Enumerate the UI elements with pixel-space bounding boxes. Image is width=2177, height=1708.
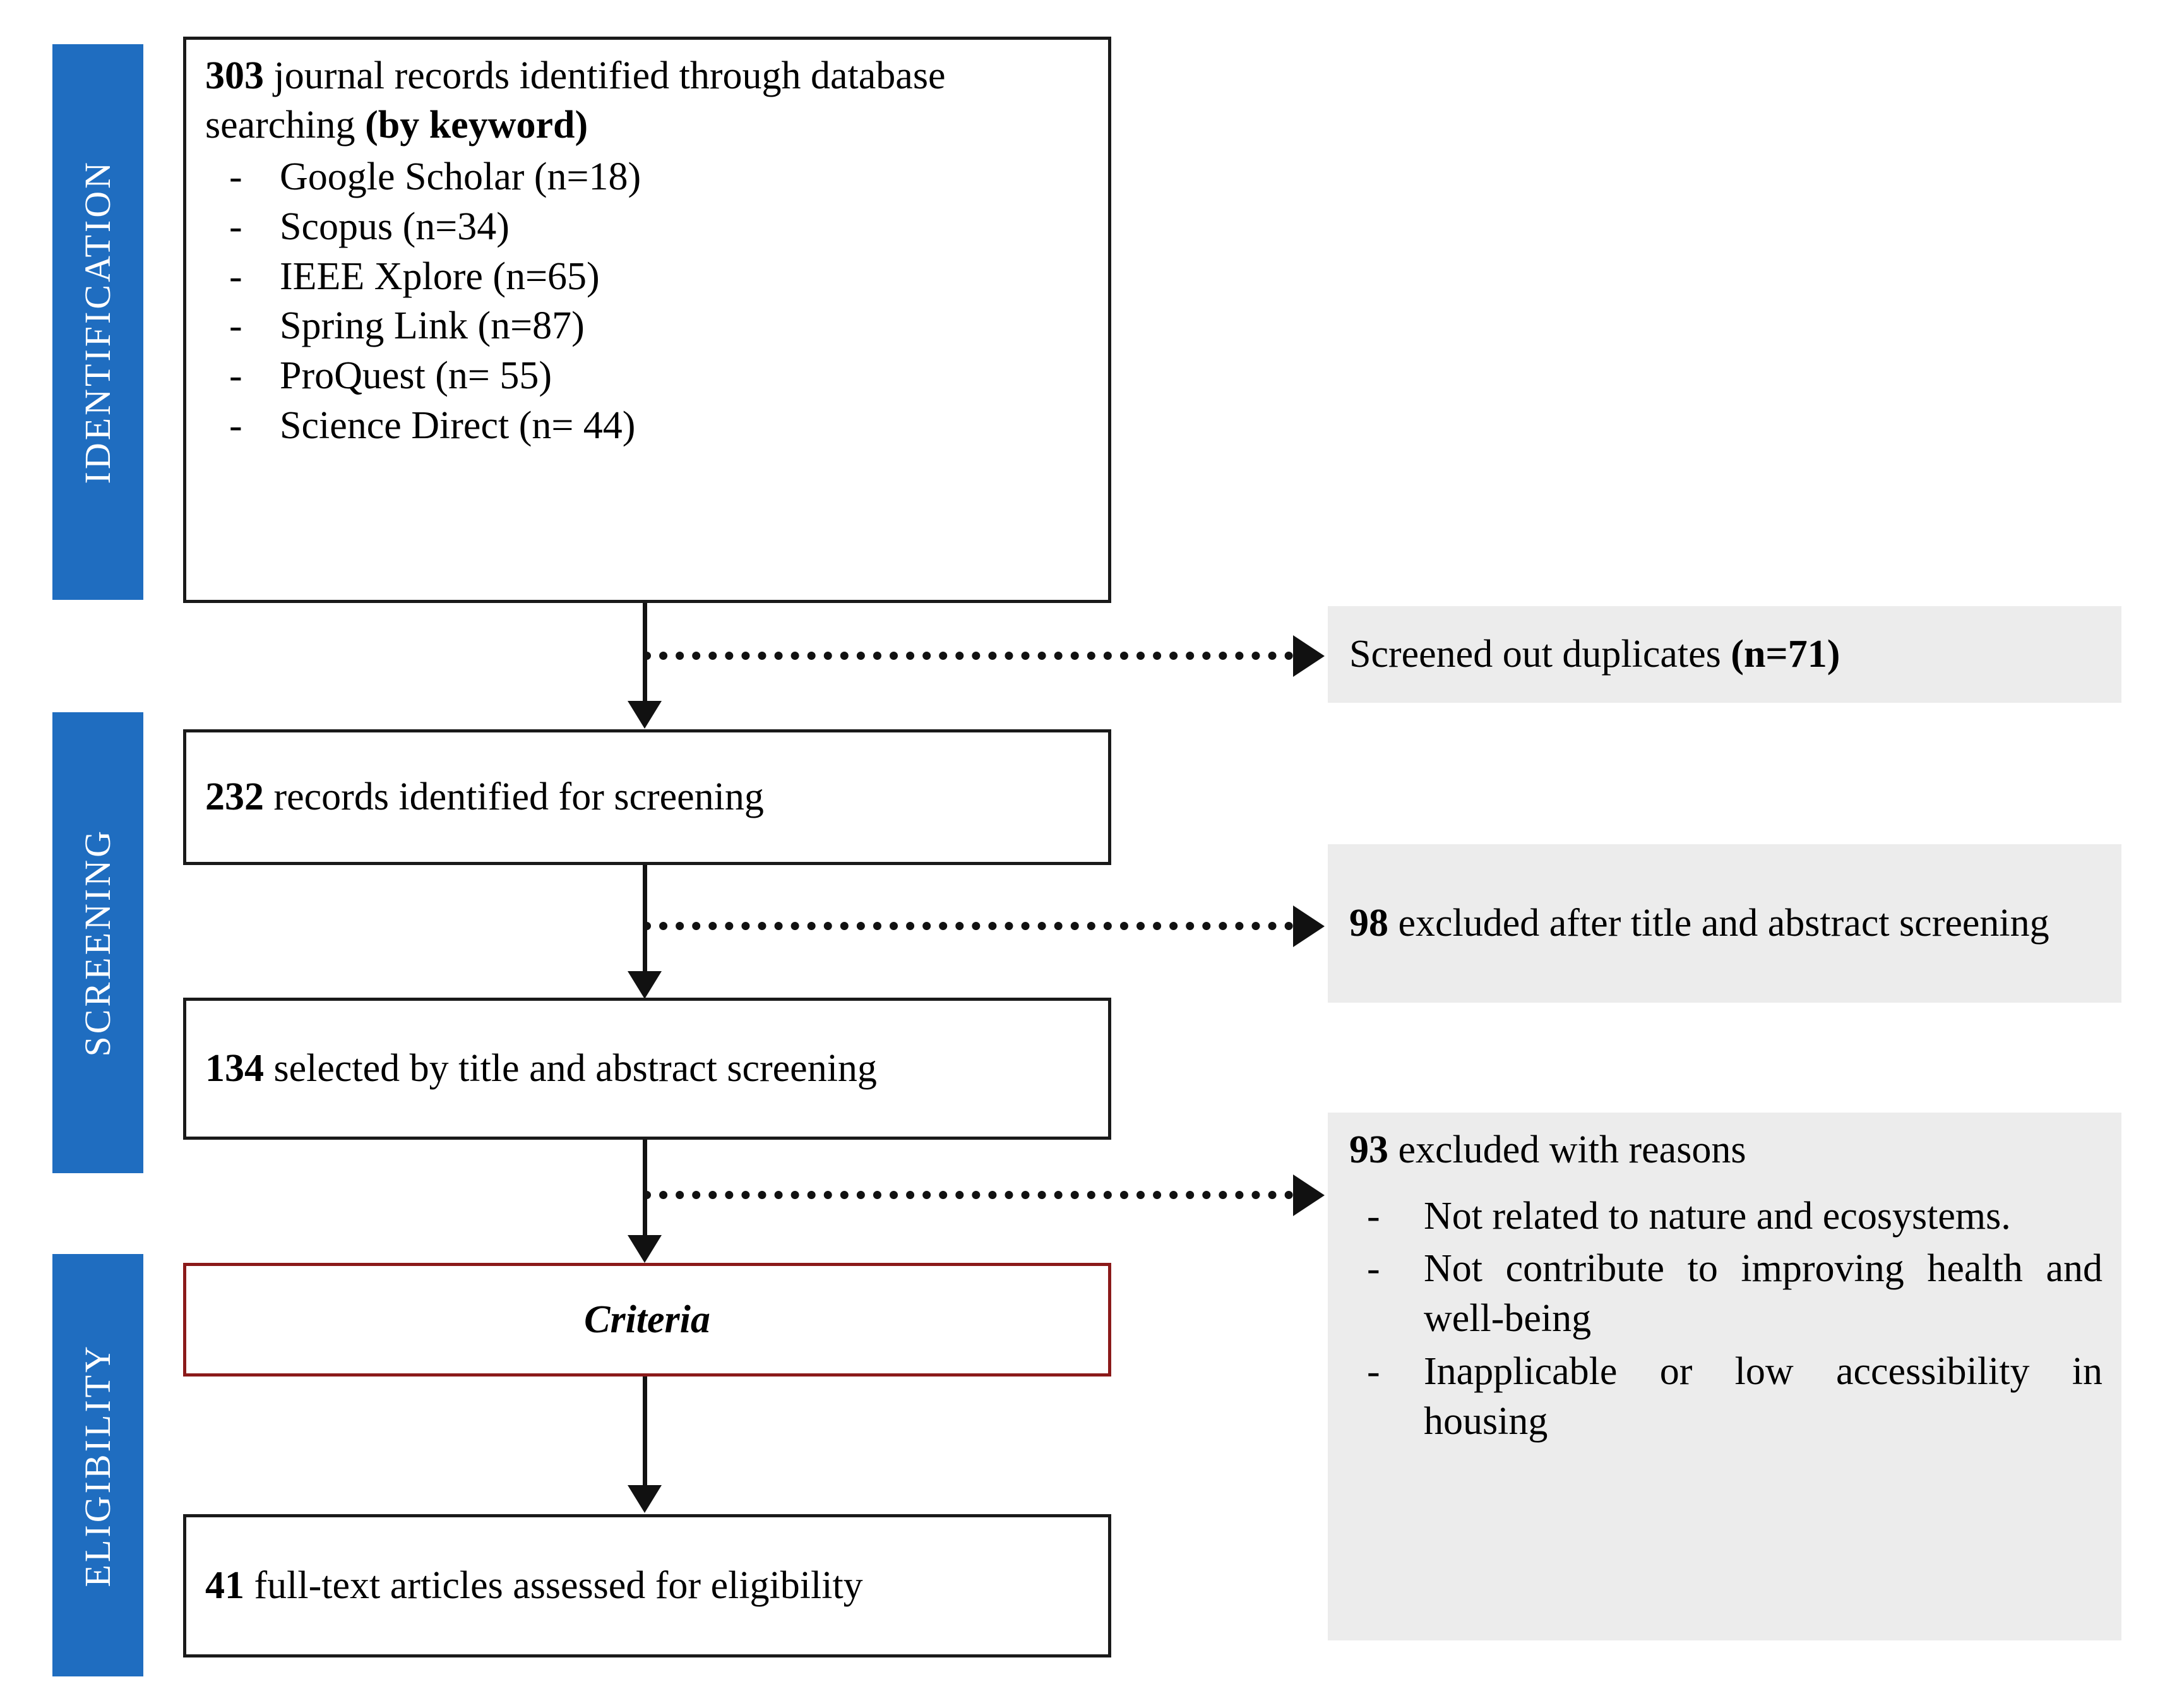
dash-bullet-icon: - [229,254,242,298]
source-label: Science Direct (n= 44) [280,403,636,447]
note-excluded-title-abstract: 98 excluded after title and abstract scr… [1328,844,2121,1003]
phase-label-eligibility: ELIGIBILITY [77,1343,118,1587]
arrow-head-down-icon [628,1485,662,1513]
dash-bullet-icon: - [229,205,242,248]
source-label: IEEE Xplore (n=65) [280,254,600,298]
database-source-list: -Google Scholar (n=18) -Scopus (n=34) -I… [205,152,1092,450]
arrow-head-right-icon [1293,635,1325,677]
excluded-reasons-text: excluded with reasons [1388,1128,1746,1171]
selected-text: selected by title and abstract screening [264,1047,877,1090]
source-label: ProQuest (n= 55) [280,354,552,398]
connector-dotted-excluded-reasons [643,1191,1293,1199]
excluded-title-abstract-text: excluded after title and abstract screen… [1388,902,2049,945]
phase-label-screening: SCREENING [77,828,118,1057]
box-records-for-screening: 232 records identified for screening [183,729,1111,865]
source-label: Google Scholar (n=18) [280,155,641,199]
list-item: -IEEE Xplore (n=65) [205,252,1092,302]
connector-line-screening-to-selected [643,865,647,974]
dash-bullet-icon: - [1367,1194,1380,1238]
dash-bullet-icon: - [1367,1349,1380,1393]
dash-bullet-icon: - [229,155,242,199]
fulltext-text: full-text articles assessed for eligibil… [244,1564,863,1608]
dash-bullet-icon: - [229,403,242,447]
reason-label: Not related to nature and ecosystems. [1424,1194,2011,1238]
connector-dotted-duplicates [643,652,1293,660]
arrow-head-down-icon [628,701,662,729]
box-records-identified: 303 journal records identified through d… [183,37,1111,603]
arrow-head-right-icon [1293,905,1325,947]
screening-records-count: 232 [205,775,264,819]
list-item: -Spring Link (n=87) [205,301,1092,351]
list-item: -Google Scholar (n=18) [205,152,1092,202]
excluded-title-abstract-count: 98 [1349,902,1388,945]
source-label: Scopus (n=34) [280,205,510,248]
dash-bullet-icon: - [229,354,242,398]
connector-line-selected-to-criteria [643,1140,647,1238]
fulltext-count: 41 [205,1564,244,1608]
connector-dotted-excluded-title-abstract [643,922,1293,930]
arrow-head-right-icon [1293,1174,1325,1216]
phase-bar-screening: SCREENING [52,712,143,1173]
screening-records-text: records identified for screening [264,775,764,819]
duplicates-count: (n=71) [1731,633,1840,676]
records-identified-text: journal records identified through datab… [205,54,946,147]
excluded-reasons-count: 93 [1349,1128,1388,1171]
box-records-identified-heading: 303 journal records identified through d… [205,51,1092,150]
box-fulltext-assessed: 41 full-text articles assessed for eligi… [183,1514,1111,1657]
phase-label-identification: IDENTIFICATION [77,160,118,484]
reason-label: Inapplicable or low accessibility in hou… [1424,1349,2102,1443]
source-label: Spring Link (n=87) [280,304,585,348]
excluded-reasons-heading: 93 excluded with reasons [1349,1125,2102,1175]
list-item: -ProQuest (n= 55) [205,351,1092,401]
arrow-head-down-icon [628,971,662,999]
phase-bar-identification: IDENTIFICATION [52,44,143,600]
list-item: -Scopus (n=34) [205,202,1092,252]
phase-bar-eligibility: ELIGIBILITY [52,1254,143,1676]
criteria-label: Criteria [584,1298,710,1341]
dash-bullet-icon: - [229,304,242,348]
connector-line-criteria-to-fulltext [643,1377,647,1487]
list-item: -Inapplicable or low accessibility in ho… [1349,1347,2102,1447]
records-identified-count: 303 [205,54,264,97]
list-item: -Science Direct (n= 44) [205,401,1092,451]
box-criteria: Criteria [183,1263,1111,1377]
dash-bullet-icon: - [1367,1247,1380,1291]
reason-label: Not contribute to improving health and w… [1424,1247,2102,1341]
duplicates-text: Screened out duplicates [1349,633,1731,676]
list-item: -Not related to nature and ecosystems. [1349,1191,2102,1241]
arrow-head-down-icon [628,1235,662,1263]
note-screened-out-duplicates: Screened out duplicates (n=71) [1328,606,2121,703]
records-identified-keyword: (by keyword) [365,104,588,147]
box-selected-title-abstract: 134 selected by title and abstract scree… [183,998,1111,1140]
selected-count: 134 [205,1047,264,1090]
list-item: -Not contribute to improving health and … [1349,1244,2102,1344]
exclusion-reason-list: -Not related to nature and ecosystems. -… [1349,1191,2102,1447]
note-excluded-with-reasons: 93 excluded with reasons -Not related to… [1328,1113,2121,1640]
